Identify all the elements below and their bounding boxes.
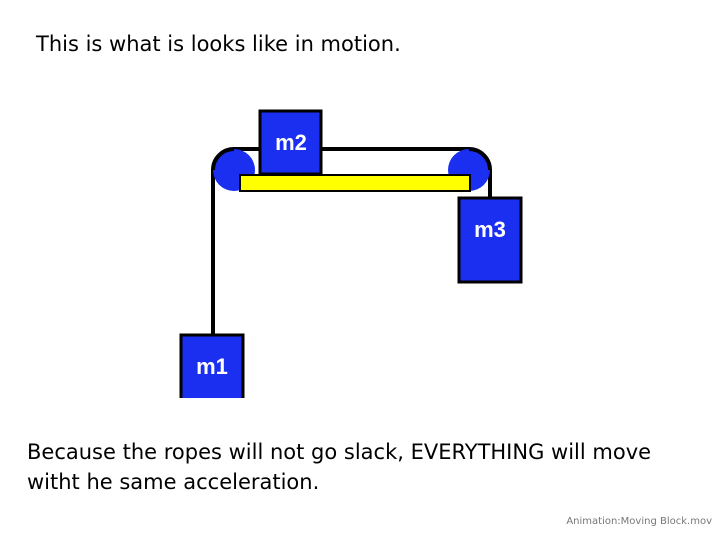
animation-caption[interactable]: Animation:Moving Block.mov [566, 516, 712, 527]
label-m3: m3 [474, 217, 506, 242]
label-m2: m2 [275, 130, 307, 155]
block-m2 [258, 109, 323, 176]
block-m3 [457, 196, 523, 284]
slide-body-text: Because the ropes will not go slack, EVE… [27, 440, 652, 494]
block-m1 [179, 333, 245, 407]
label-m1: m1 [196, 354, 228, 379]
table [239, 174, 471, 192]
slide-title: This is what is looks like in motion. [36, 32, 401, 56]
